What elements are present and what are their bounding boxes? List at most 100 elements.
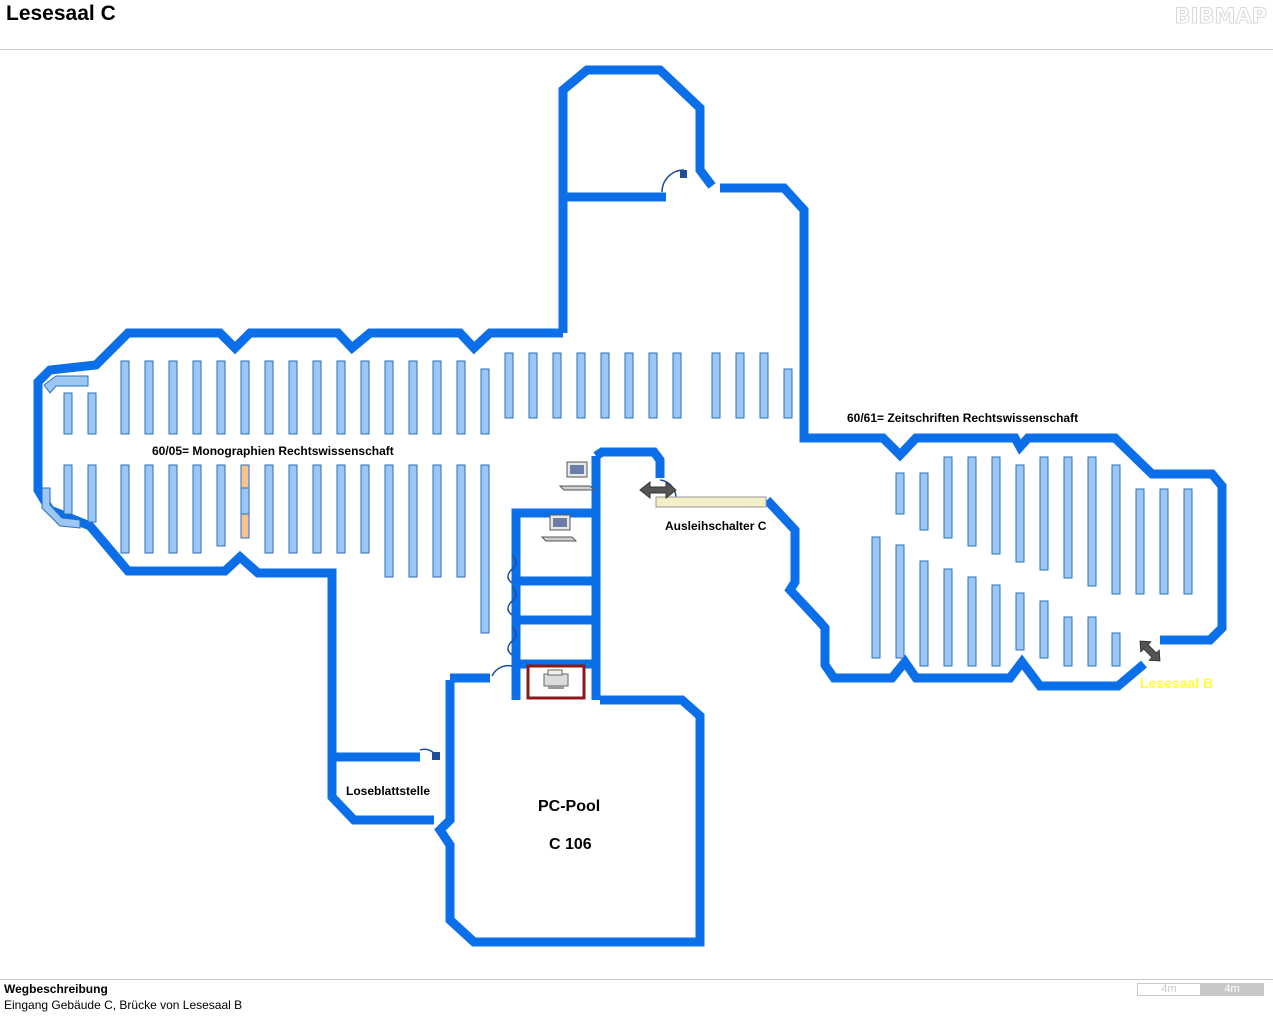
- shelf: [216, 360, 226, 435]
- shelf-corner: [41, 487, 81, 529]
- door-icon: [507, 554, 517, 584]
- computer-icon[interactable]: [540, 514, 578, 542]
- shelf: [288, 360, 298, 435]
- wall-tower: [558, 65, 716, 333]
- shelf: [432, 464, 442, 578]
- shelf: [895, 544, 905, 659]
- shelf: [408, 464, 418, 578]
- shelf: [288, 464, 298, 554]
- wall-counter-room: [593, 447, 665, 478]
- wall-loseblatt-side: [434, 680, 705, 947]
- counter: [655, 496, 767, 508]
- shelf: [991, 584, 1001, 667]
- shelf: [1183, 488, 1193, 595]
- shelf: [1015, 592, 1025, 651]
- label-monographien: 60/05= Monographien Rechtswissenschaft: [152, 444, 394, 458]
- shelf: [672, 352, 682, 419]
- shelf: [480, 464, 490, 634]
- shelf: [600, 352, 610, 419]
- shelf: [168, 360, 178, 435]
- shelf: [456, 464, 466, 578]
- double-arrow-icon[interactable]: [639, 480, 677, 500]
- page-title: Lesesaal C: [6, 2, 116, 25]
- shelf: [120, 464, 130, 554]
- shelf: [1087, 456, 1097, 587]
- shelf: [624, 352, 634, 419]
- footer-divider: [0, 979, 1273, 980]
- label-ausleihschalter[interactable]: Ausleihschalter C: [665, 519, 767, 533]
- door-icon: [491, 664, 513, 677]
- shelf: [1087, 616, 1097, 667]
- shelf: [312, 464, 322, 554]
- shelf: [895, 472, 905, 515]
- shelf: [1039, 456, 1049, 571]
- shelf: [360, 360, 370, 435]
- shelf: [336, 464, 346, 554]
- shelf: [1015, 464, 1025, 563]
- shelf: [759, 352, 769, 419]
- shelf: [360, 464, 370, 554]
- shelf: [919, 472, 929, 531]
- scale-bar: 4m 4m: [1137, 983, 1265, 996]
- shelf: [967, 456, 977, 547]
- header-divider: [0, 49, 1273, 50]
- shelf: [528, 352, 538, 419]
- shelf: [144, 360, 154, 435]
- label-pc-pool[interactable]: PC-Pool: [538, 798, 600, 815]
- scale-segment-left: 4m: [1137, 983, 1201, 996]
- shelf: [480, 368, 490, 435]
- shelf: [648, 352, 658, 419]
- shelf: [1135, 488, 1145, 595]
- shelf: [943, 568, 953, 667]
- wall-left-north: [33, 328, 563, 825]
- link-lesesaal-b[interactable]: Lesesaal B: [1140, 675, 1213, 691]
- shelf: [943, 456, 953, 539]
- double-arrow-icon[interactable]: [1135, 636, 1165, 666]
- door-icon: [507, 626, 517, 656]
- printer-icon[interactable]: [543, 669, 569, 689]
- shelf: [87, 392, 97, 435]
- shelf-highlight: [240, 513, 250, 539]
- shelf: [384, 360, 394, 435]
- brand-logo: BIBMAP: [1174, 4, 1267, 29]
- shelves: [41, 352, 1193, 667]
- shelf: [576, 352, 586, 419]
- shelf: [168, 464, 178, 554]
- shelf: [1039, 600, 1049, 659]
- shelf: [192, 360, 202, 435]
- label-loseblattstelle[interactable]: Loseblattstelle: [346, 784, 430, 798]
- shelf: [711, 352, 721, 419]
- shelf: [264, 360, 274, 435]
- shelf-corner: [43, 375, 89, 394]
- wall-right-upper: [720, 183, 1227, 645]
- label-zeitschriften: 60/61= Zeitschriften Rechtswissenschaft: [847, 411, 1078, 425]
- shelf: [504, 352, 514, 419]
- shelf: [1111, 632, 1121, 667]
- shelf-highlight: [240, 464, 250, 489]
- shelf: [871, 536, 881, 659]
- shelf: [216, 464, 226, 547]
- shelf: [384, 464, 394, 578]
- shelf: [336, 360, 346, 435]
- shelf: [408, 360, 418, 435]
- shelf: [144, 464, 154, 554]
- shelf: [240, 360, 250, 435]
- directions-text: Eingang Gebäude C, Brücke von Lesesaal B: [4, 998, 243, 1012]
- shelf: [1111, 464, 1121, 595]
- shelf: [1159, 488, 1169, 595]
- shelf: [552, 352, 562, 419]
- shelf: [919, 560, 929, 667]
- wall-connector: [763, 496, 1147, 691]
- shelf: [432, 360, 442, 435]
- label-room-number: C 106: [549, 836, 592, 853]
- shelf: [735, 352, 745, 419]
- shelf: [312, 360, 322, 435]
- shelf: [1063, 616, 1073, 667]
- shelf: [63, 392, 73, 435]
- shelf: [783, 368, 793, 419]
- shelf: [192, 464, 202, 554]
- wall-rooms: [511, 508, 596, 700]
- computer-icon[interactable]: [558, 461, 596, 491]
- door-post: [432, 752, 440, 760]
